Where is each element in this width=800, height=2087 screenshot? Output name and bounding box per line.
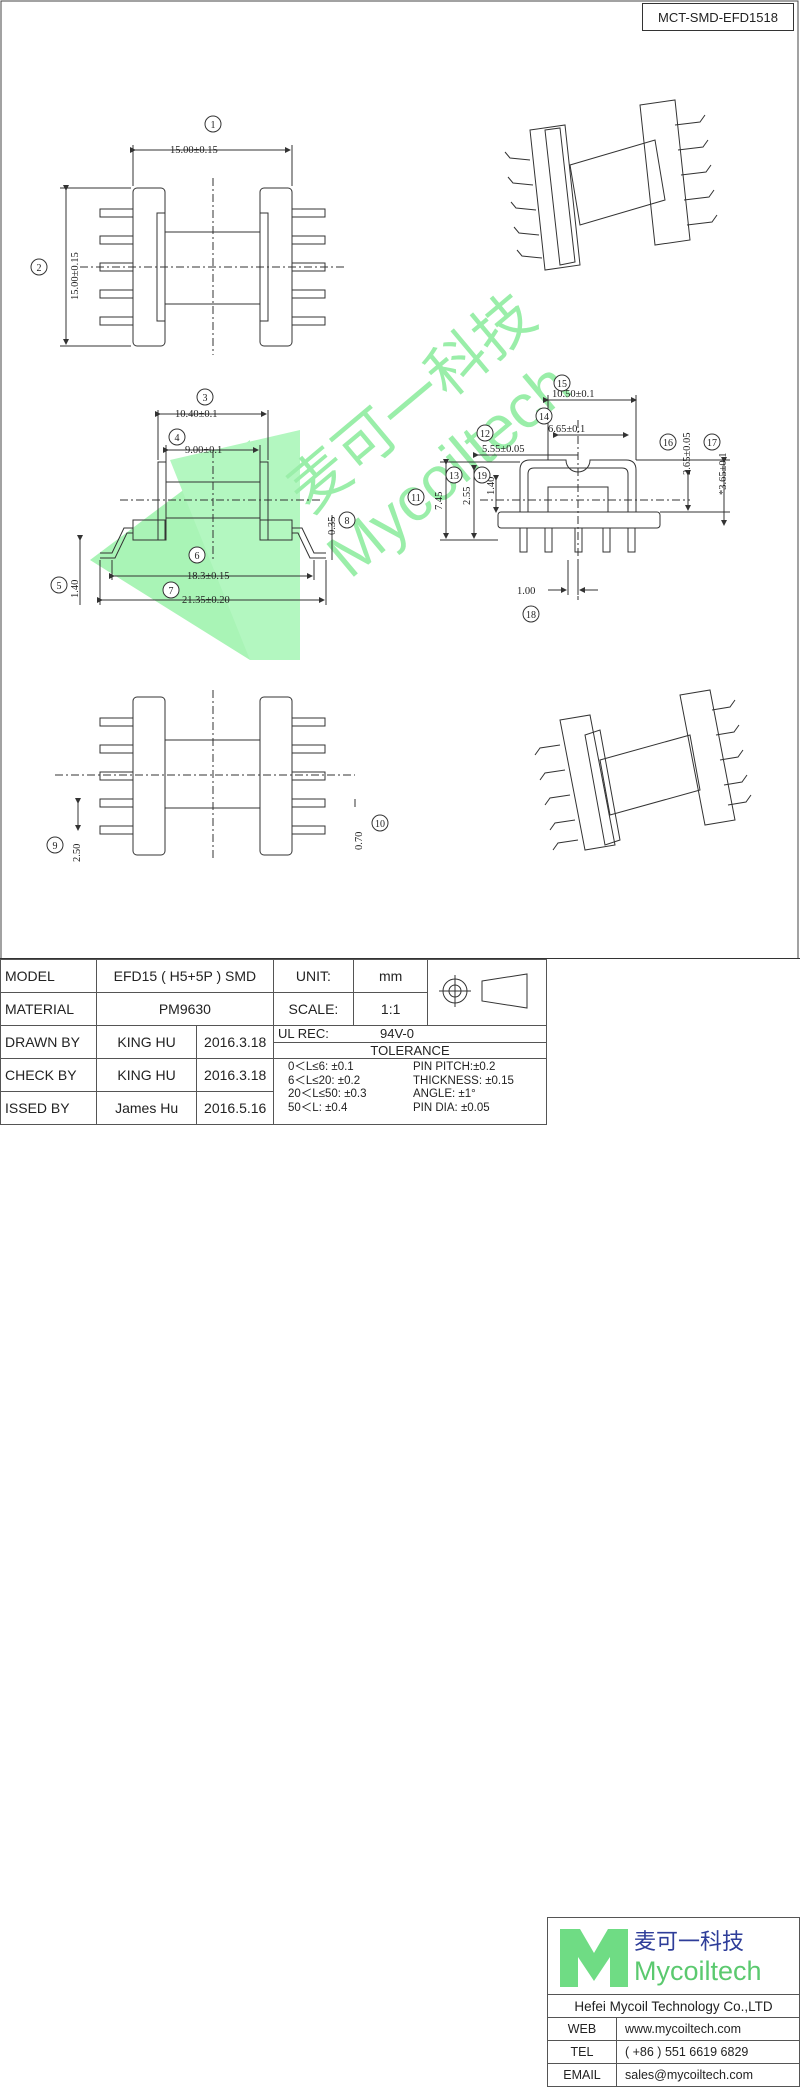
svg-text:1: 1 bbox=[211, 120, 216, 131]
company-name: Hefei Mycoil Technology Co.,LTD bbox=[547, 1994, 800, 2018]
tol-pin-dia: PIN DIA: ±0.05 bbox=[413, 1101, 490, 1114]
issued-by-name: James Hu bbox=[95, 1091, 198, 1125]
dim-13: 2.55 bbox=[462, 487, 473, 505]
logo-cn: 麦可一科技 bbox=[634, 1930, 745, 1955]
front-view bbox=[77, 410, 333, 605]
logo-en: Mycoiltech bbox=[634, 1956, 762, 1986]
svg-text:7: 7 bbox=[169, 586, 174, 597]
dim-7: 21.35±0.20 bbox=[182, 595, 230, 606]
callouts bbox=[30, 115, 721, 854]
iso-view-bottom bbox=[534, 689, 752, 851]
unit-value: mm bbox=[352, 959, 429, 993]
web-link[interactable]: www.mycoiltech.com bbox=[616, 2017, 800, 2041]
svg-text:3: 3 bbox=[203, 393, 208, 404]
dim-14: 6.65±0.1 bbox=[548, 424, 585, 435]
issued-date: 2016.5.16 bbox=[196, 1091, 275, 1125]
document-code: MCT-SMD-EFD1518 bbox=[642, 3, 794, 31]
bottom-view bbox=[55, 690, 356, 860]
material-label: MATERIAL bbox=[0, 992, 97, 1026]
sheet-border bbox=[0, 0, 799, 958]
check-by-name: KING HU bbox=[95, 1058, 198, 1092]
dim-9: 2.50 bbox=[72, 844, 83, 862]
scale-value: 1:1 bbox=[352, 992, 429, 1026]
dim-16: 2.65±0.05 bbox=[682, 432, 693, 475]
dim-15: 10.50±0.1 bbox=[552, 389, 595, 400]
iso-view-top bbox=[504, 99, 718, 271]
top-view bbox=[60, 145, 345, 355]
svg-text:6: 6 bbox=[195, 551, 200, 562]
svg-text:11: 11 bbox=[411, 493, 421, 504]
drawn-date: 2016.3.18 bbox=[196, 1025, 275, 1059]
tolerance-table: 0＜L≤6: ±0.1 6＜L≤20: ±0.2 20＜L≤50: ±0.3 5… bbox=[273, 1058, 547, 1125]
model-value: EFD15 ( H5+5P ) SMD bbox=[95, 959, 275, 993]
watermark-logo: 麦可一科技 Mycoiltech bbox=[90, 280, 583, 660]
web-label: WEB bbox=[547, 2017, 617, 2041]
dim-17: *3.65±0.1 bbox=[718, 452, 729, 495]
tolerance-label: TOLERANCE bbox=[370, 1043, 450, 1058]
side-view bbox=[440, 395, 730, 600]
svg-text:4: 4 bbox=[175, 433, 180, 444]
svg-text:18: 18 bbox=[526, 610, 536, 621]
svg-text:2: 2 bbox=[37, 263, 42, 274]
dim-12: 5.55±0.05 bbox=[482, 444, 525, 455]
svg-text:9: 9 bbox=[53, 841, 58, 852]
svg-text:12: 12 bbox=[480, 429, 490, 440]
svg-text:10: 10 bbox=[375, 819, 385, 830]
dim-2: 15.00±0.15 bbox=[70, 252, 81, 300]
material-value: PM9630 bbox=[95, 992, 275, 1026]
svg-text:8: 8 bbox=[345, 516, 350, 527]
svg-text:14: 14 bbox=[539, 412, 549, 423]
dim-18: 1.00 bbox=[517, 586, 535, 597]
svg-text:15: 15 bbox=[557, 379, 567, 390]
tol-line-1: 0＜L≤6: ±0.1 bbox=[288, 1061, 354, 1073]
title-block: MODEL EFD15 ( H5+5P ) SMD UNIT: mm MATER… bbox=[0, 958, 800, 2087]
dim-5: 1.40 bbox=[70, 580, 81, 598]
drawn-by-name: KING HU bbox=[95, 1025, 198, 1059]
unit-label: UNIT: bbox=[273, 959, 354, 993]
dim-8: 0.35 bbox=[327, 517, 338, 535]
tol-pin-pitch: PIN PITCH:±0.2 bbox=[413, 1061, 496, 1073]
company-logo: 麦可一科技 Mycoiltech bbox=[547, 1917, 800, 1994]
issued-by-label: ISSED BY bbox=[0, 1091, 97, 1125]
dim-6: 18.3±0.15 bbox=[187, 571, 230, 582]
tol-line-4: 50＜L: ±0.4 bbox=[288, 1101, 348, 1114]
dim-3: 10.40±0.1 bbox=[175, 409, 218, 420]
projection-icon bbox=[439, 973, 528, 1009]
svg-text:17: 17 bbox=[707, 438, 717, 449]
email-label: EMAIL bbox=[547, 2063, 617, 2087]
dim-10: 0.70 bbox=[354, 832, 365, 850]
tel-label: TEL bbox=[547, 2040, 617, 2064]
svg-text:13: 13 bbox=[449, 471, 459, 482]
company-block: 麦可一科技 Mycoiltech Hefei Mycoil Technology… bbox=[547, 1917, 800, 2087]
tol-thickness: THICKNESS: ±0.15 bbox=[413, 1074, 514, 1087]
technical-drawing: 麦可一科技 Mycoiltech 15.00±0 bbox=[0, 0, 799, 958]
dim-11: 7.45 bbox=[434, 492, 445, 510]
dim-1: 15.00±0.15 bbox=[170, 145, 218, 156]
ul-value: 94V-0 bbox=[380, 1026, 414, 1041]
model-label: MODEL bbox=[0, 959, 97, 993]
check-date: 2016.3.18 bbox=[196, 1058, 275, 1092]
mycoiltech-logo-icon bbox=[560, 1929, 628, 1987]
check-by-label: CHECK BY bbox=[0, 1058, 97, 1092]
svg-text:5: 5 bbox=[57, 581, 62, 592]
svg-text:19: 19 bbox=[477, 471, 487, 482]
projection-symbol bbox=[427, 959, 547, 1026]
tel-value: ( +86 ) 551 6619 6829 bbox=[616, 2040, 800, 2064]
dim-19: 1.40 bbox=[486, 477, 497, 495]
email-link[interactable]: sales@mycoiltech.com bbox=[616, 2063, 800, 2087]
ul-tolerance-cell: UL REC: 94V-0 TOLERANCE bbox=[273, 1025, 547, 1059]
tol-line-2: 6＜L≤20: ±0.2 bbox=[288, 1074, 361, 1087]
dim-4: 9.00±0.1 bbox=[185, 445, 222, 456]
tol-angle: ANGLE: ±1° bbox=[413, 1088, 476, 1100]
svg-text:16: 16 bbox=[663, 438, 673, 449]
scale-label: SCALE: bbox=[273, 992, 354, 1026]
ul-label: UL REC: bbox=[278, 1026, 329, 1041]
tol-line-3: 20＜L≤50: ±0.3 bbox=[288, 1088, 367, 1100]
drawn-by-label: DRAWN BY bbox=[0, 1025, 97, 1059]
